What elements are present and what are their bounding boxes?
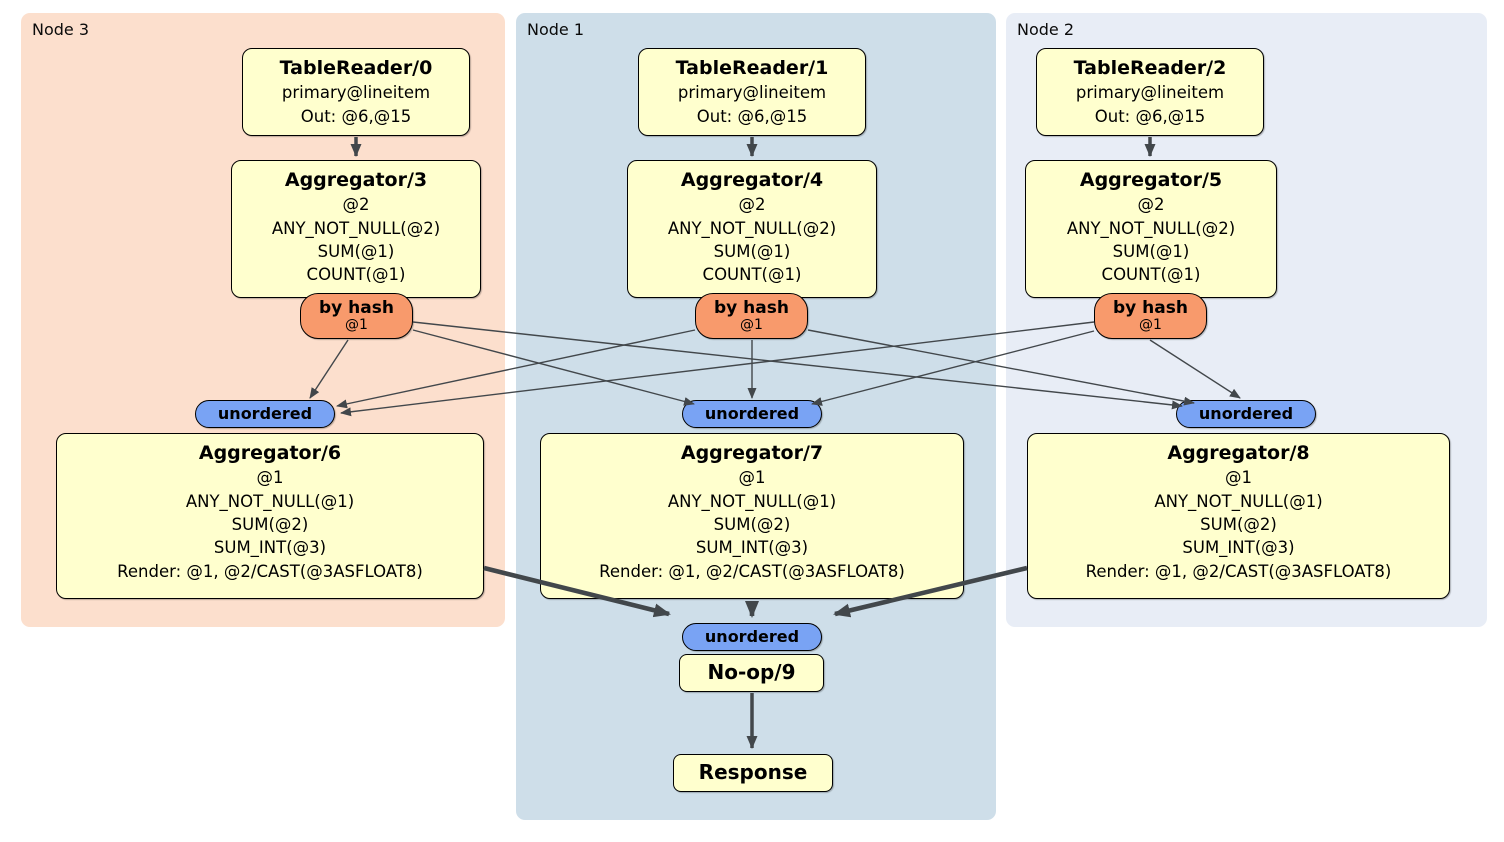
router-by-hash-node2: by hash @1: [1094, 293, 1207, 339]
processor-detail-line: @1: [1225, 468, 1252, 488]
processor-title: TableReader/1: [675, 57, 829, 79]
processor-title: Aggregator/7: [680, 442, 824, 464]
processor-detail-line: @1: [738, 468, 766, 488]
processor-detail-line: Out: @6,@15: [300, 106, 412, 126]
processor-tablereader-0: TableReader/0 primary@lineitem Out: @6,@…: [242, 48, 470, 136]
sync-unordered-node3: unordered: [195, 400, 335, 428]
router-detail: @1: [740, 317, 763, 334]
processor-title: Aggregator/6: [198, 442, 342, 464]
processor-aggregator-5: Aggregator/5 @2 ANY_NOT_NULL(@2) SUM(@1)…: [1025, 160, 1277, 298]
processor-detail-line: SUM(@1): [713, 241, 791, 261]
processor-tablereader-1: TableReader/1 primary@lineitem Out: @6,@…: [638, 48, 866, 136]
node-label: Node 1: [527, 20, 585, 39]
processor-title: Aggregator/5: [1079, 169, 1223, 191]
processor-detail-line: SUM(@1): [317, 241, 395, 261]
processor-detail-line: primary@lineitem: [677, 83, 827, 103]
processor-detail-line: @2: [738, 195, 766, 215]
processor-aggregator-8: Aggregator/8 @1 ANY_NOT_NULL(@1) SUM(@2)…: [1027, 433, 1450, 599]
processor-detail-line: Render: @1, @2/CAST(@3ASFLOAT8): [599, 561, 905, 581]
processor-detail-line: SUM(@2): [231, 514, 309, 534]
processor-detail-line: ANY_NOT_NULL(@2): [667, 218, 837, 238]
processor-detail-line: SUM(@1): [1112, 241, 1190, 261]
processor-title: Aggregator/4: [680, 169, 824, 191]
processor-aggregator-4: Aggregator/4 @2 ANY_NOT_NULL(@2) SUM(@1)…: [627, 160, 877, 298]
processor-detail-line: primary@lineitem: [1075, 83, 1225, 103]
processor-detail-line: ANY_NOT_NULL(@2): [1066, 218, 1236, 238]
processor-title: TableReader/2: [1073, 57, 1227, 79]
processor-detail-line: COUNT(@1): [1101, 265, 1201, 285]
sync-unordered-node2: unordered: [1176, 400, 1316, 428]
processor-detail-line: SUM_INT(@3): [1182, 538, 1295, 558]
sync-unordered-node1: unordered: [682, 400, 822, 428]
router-label: by hash: [714, 298, 789, 318]
processor-detail-line: primary@lineitem: [281, 83, 431, 103]
processor-detail-line: COUNT(@1): [702, 265, 802, 285]
processor-title: Aggregator/3: [284, 169, 428, 191]
node-label: Node 3: [32, 20, 90, 39]
processor-aggregator-7: Aggregator/7 @1 ANY_NOT_NULL(@1) SUM(@2)…: [540, 433, 964, 599]
processor-detail-line: SUM_INT(@3): [213, 538, 327, 558]
processor-aggregator-6: Aggregator/6 @1 ANY_NOT_NULL(@1) SUM(@2)…: [56, 433, 484, 599]
processor-tablereader-2: TableReader/2 primary@lineitem Out: @6,@…: [1036, 48, 1264, 136]
processor-title: TableReader/0: [279, 57, 433, 79]
processor-detail-line: @2: [342, 195, 370, 215]
processor-detail-line: Out: @6,@15: [1094, 106, 1206, 126]
router-label: by hash: [1113, 298, 1188, 318]
router-by-hash-node1: by hash @1: [695, 293, 808, 339]
processor-detail-line: SUM_INT(@3): [695, 538, 809, 558]
processor-detail-line: Out: @6,@15: [696, 106, 808, 126]
processor-noop-9: No-op/9: [679, 654, 824, 692]
processor-title: Response: [698, 760, 808, 784]
processor-title: No-op/9: [707, 660, 796, 684]
router-detail: @1: [345, 317, 368, 334]
processor-title: Aggregator/8: [1167, 442, 1310, 464]
processor-aggregator-3: Aggregator/3 @2 ANY_NOT_NULL(@2) SUM(@1)…: [231, 160, 481, 298]
router-detail: @1: [1139, 317, 1162, 334]
node-label: Node 2: [1017, 20, 1075, 39]
processor-detail-line: SUM(@2): [713, 514, 791, 534]
processor-detail-line: ANY_NOT_NULL(@1): [185, 491, 355, 511]
processor-detail-line: Render: @1, @2/CAST(@3ASFLOAT8): [117, 561, 423, 581]
router-label: by hash: [319, 298, 394, 318]
processor-detail-line: @2: [1137, 195, 1165, 215]
processor-detail-line: COUNT(@1): [306, 265, 406, 285]
router-by-hash-node3: by hash @1: [300, 293, 413, 339]
processor-detail-line: SUM(@2): [1200, 514, 1277, 534]
processor-detail-line: ANY_NOT_NULL(@1): [667, 491, 837, 511]
processor-response: Response: [673, 754, 833, 792]
processor-detail-line: Render: @1, @2/CAST(@3ASFLOAT8): [1085, 561, 1392, 581]
processor-detail-line: @1: [256, 468, 284, 488]
sync-unordered-final: unordered: [682, 623, 822, 651]
processor-detail-line: ANY_NOT_NULL(@1): [1154, 491, 1323, 511]
processor-detail-line: ANY_NOT_NULL(@2): [271, 218, 441, 238]
